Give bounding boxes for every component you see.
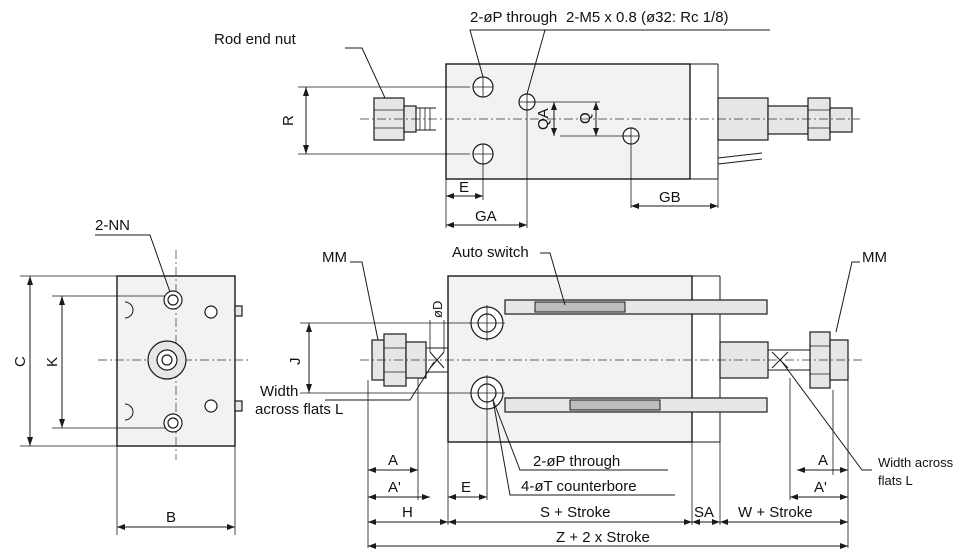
dim-A-right-label: A [818,452,828,469]
dim-E-top-label: E [459,179,469,196]
dim-B-label: B [166,509,176,526]
dim-GA-label: GA [475,208,497,225]
width-flats-left-line2: across flats L [255,401,343,418]
auto-switch-bottom [569,399,661,411]
width-flats-right-line1: Width across [878,455,954,470]
dim-Aprime-left-label: A' [388,479,401,496]
dim-Z-stroke-label: Z + 2 x Stroke [556,529,650,546]
top-view [298,29,860,228]
dim-W-stroke-label: W + Stroke [738,504,813,521]
dim-J-label: J [287,358,304,366]
auto-switch-label: Auto switch [452,244,529,261]
dim-R-label: R [280,115,297,126]
rod-end-nut-label: Rod end nut [214,31,297,48]
mm-right-label: MM [862,249,887,266]
dim-Q-label: Q [577,112,594,124]
dim-QA-label: QA [535,108,552,130]
dim-GB-label: GB [659,189,681,206]
t-counterbore-label: 4-øT counterbore [521,478,637,495]
dim-Aprime-right-label: A' [814,479,827,496]
dim-D-label: øD [430,301,445,318]
dim-K-label: K [44,357,61,367]
side-view [20,234,250,535]
dim-C-label: C [12,356,29,367]
dim-SA-label: SA [694,504,714,521]
dim-E-bottom-label: E [461,479,471,496]
dim-H-label: H [402,504,413,521]
width-flats-right-line2: flats L [878,473,913,488]
width-flats-left-line1: Width [260,383,298,400]
m5-port-label: 2-M5 x 0.8 (ø32: Rc 1/8) [566,9,729,26]
mm-left-label: MM [322,249,347,266]
front-view [300,252,872,549]
auto-switch-top [534,301,626,313]
bottom-p-through-label: 2-øP through [533,453,620,470]
dim-A-left-label: A [388,452,398,469]
dim-S-stroke-label: S + Stroke [540,504,610,521]
top-p-through-label: 2-øP through [470,9,557,26]
nn-label: 2-NN [95,217,130,234]
